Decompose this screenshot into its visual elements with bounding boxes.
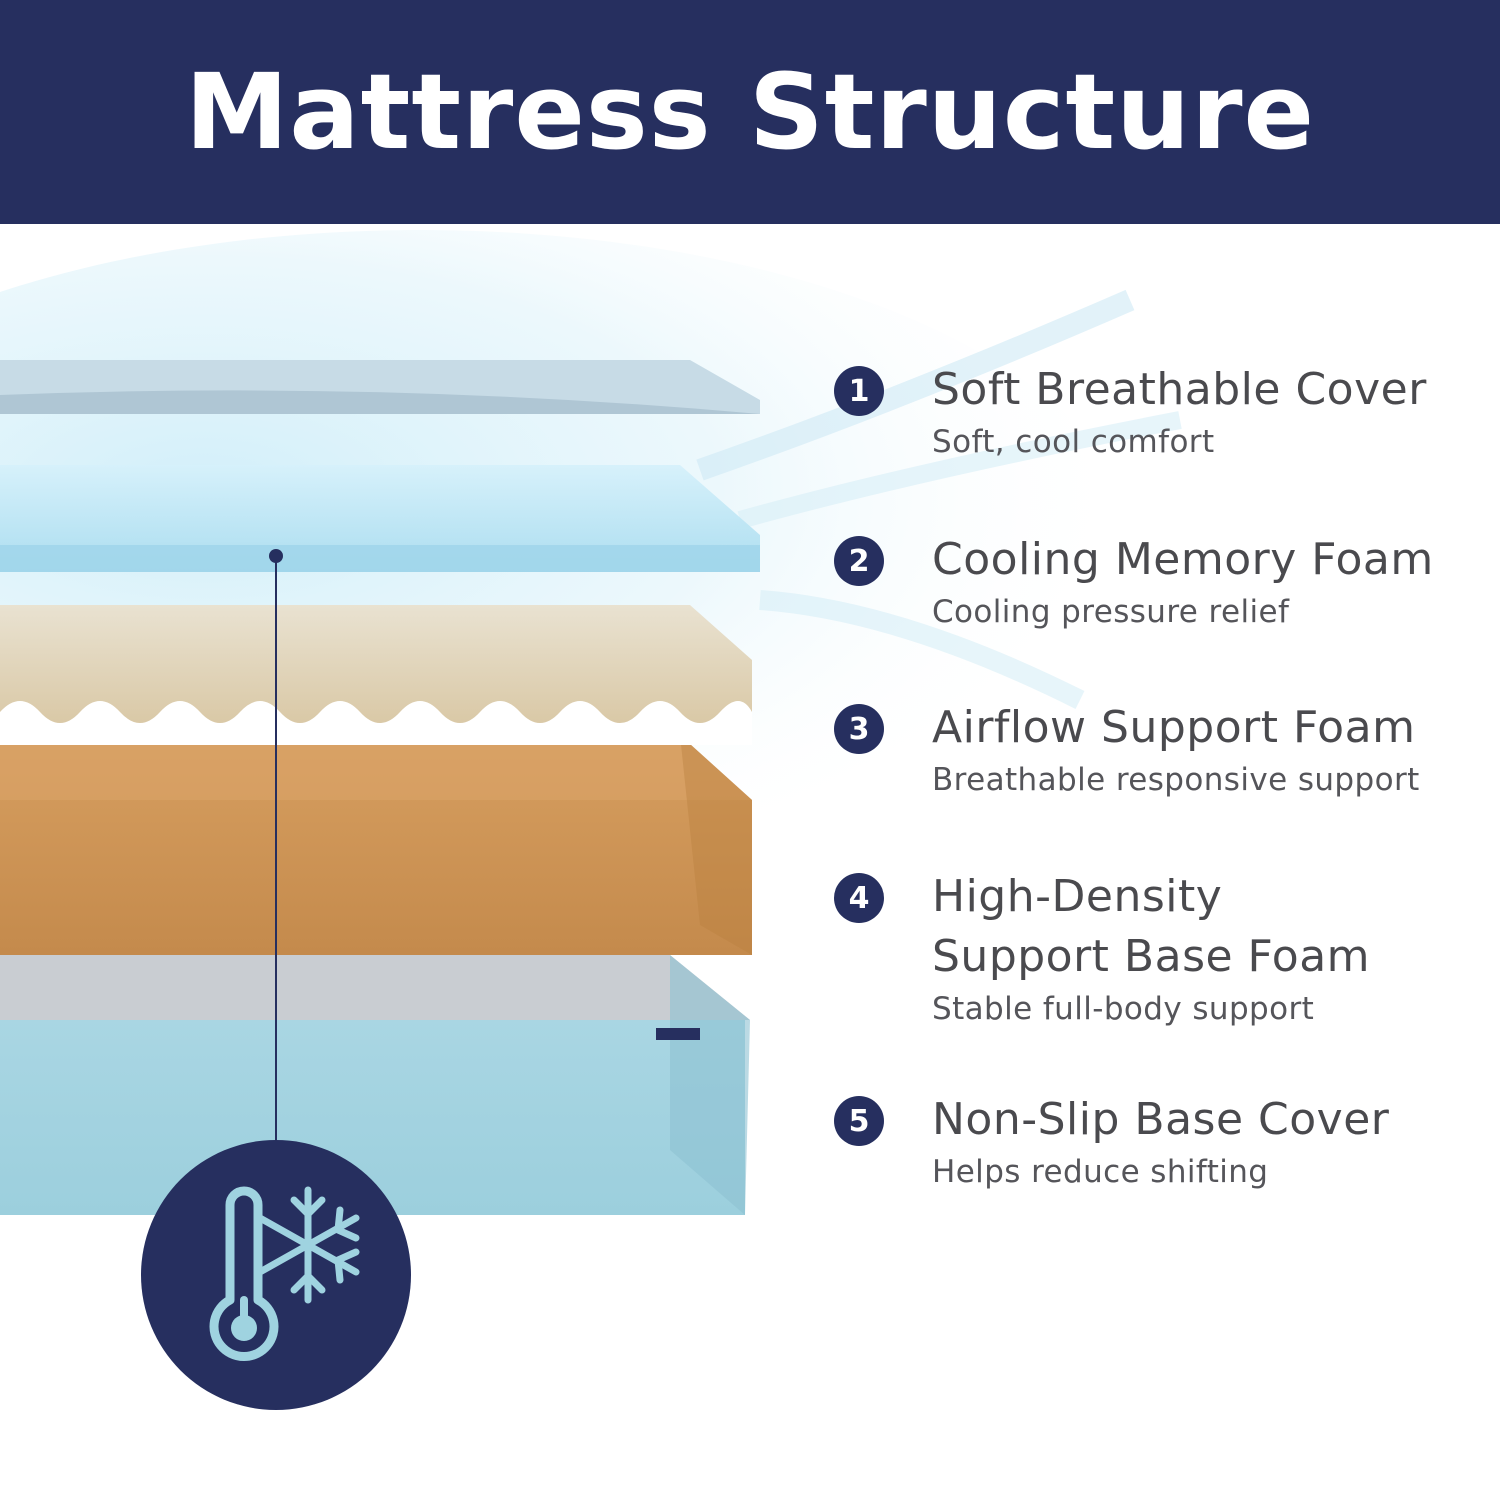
feature-title: Cooling Memory Foam: [932, 534, 1434, 585]
callout-dot: [269, 549, 283, 563]
feature-subtitle: Breathable responsive support: [932, 762, 1420, 798]
mattress-illustration: [0, 230, 1182, 1410]
feature-title: Non-Slip Base Cover: [932, 1094, 1390, 1145]
thermometer-snowflake-icon: [141, 1140, 411, 1410]
number-badge: 3: [834, 704, 884, 754]
feature-title: Airflow Support Foam: [932, 702, 1416, 753]
feature-title: Soft Breathable Cover: [932, 364, 1427, 415]
number-badge: 5: [834, 1096, 884, 1146]
title-banner: Mattress Structure: [0, 0, 1500, 224]
feature-subtitle: Helps reduce shifting: [932, 1154, 1269, 1190]
memory-foam-layer: [0, 465, 760, 572]
feature-subtitle: Soft, cool comfort: [932, 424, 1215, 460]
number-badge: 1: [834, 366, 884, 416]
number-badge: 2: [834, 536, 884, 586]
page-title: Mattress Structure: [184, 51, 1316, 173]
airflow-foam-layer: [0, 605, 752, 745]
support-foam-layer: [0, 735, 752, 955]
number-badge: 4: [834, 873, 884, 923]
airflow-streak: [759, 590, 1085, 709]
top-cover-layer: [0, 360, 760, 414]
feature-subtitle: Cooling pressure relief: [932, 594, 1290, 630]
base-cover-layer: [0, 955, 750, 1215]
airflow-streak: [737, 411, 1182, 529]
feature-title: High-Density Support Base Foam: [932, 871, 1371, 982]
feature-subtitle: Stable full-body support: [932, 991, 1315, 1027]
airflow-streak: [696, 289, 1135, 481]
